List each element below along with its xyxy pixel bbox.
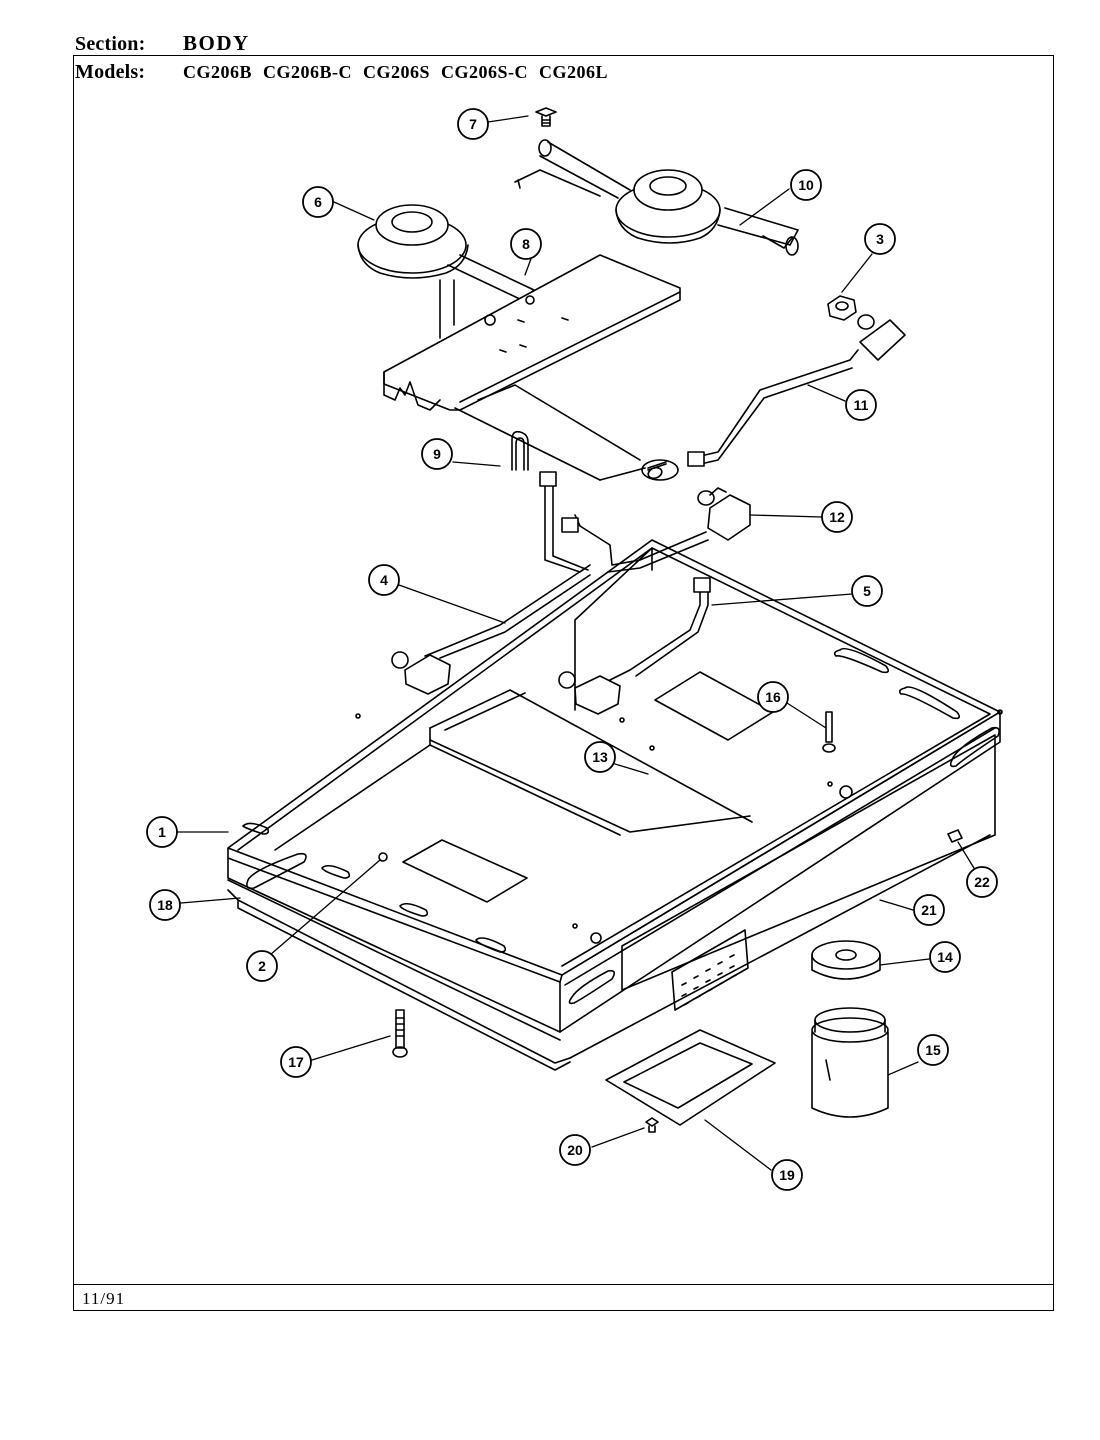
callout-11: 11 [845,389,877,421]
callout-16: 16 [757,681,789,713]
callout-20-label: 20 [567,1142,583,1158]
callout-13-label: 13 [592,749,608,765]
model-item: CG206S-C [441,62,529,82]
diagram-frame [73,55,1054,1311]
callout-18-label: 18 [157,897,173,913]
burner-right [615,169,799,256]
callout-10-label: 10 [798,177,814,193]
callout-11-label: 11 [854,397,869,413]
model-item: CG206B [183,62,253,82]
callout-2-label: 2 [258,958,266,974]
bottom-panel [227,734,996,1071]
grease-jar [811,1007,889,1118]
callout-17: 17 [280,1046,312,1078]
bolt-17 [392,1009,408,1058]
gas-tube-assembly [391,295,906,715]
callout-15: 15 [917,1034,949,1066]
callout-14: 14 [929,941,961,973]
callout-labels: 7 6 8 10 3 11 9 12 4 5 16 13 1 22 18 21 … [146,108,998,1191]
callout-1: 1 [146,816,178,848]
callout-12-label: 12 [829,509,845,525]
models-label: Models: [75,61,146,83]
callout-5: 5 [851,575,883,607]
model-item: CG206S [363,62,431,82]
callout-7-label: 7 [469,116,477,132]
model-item: CG206L [539,62,609,82]
callout-22: 22 [966,866,998,898]
callout-21: 21 [913,894,945,926]
models-list: CG206B CG206B-C CG206S CG206S-C CG206L [183,62,608,83]
section-value: BODY [183,31,250,55]
callout-18: 18 [149,889,181,921]
footer-date: 11/91 [82,1289,126,1308]
screw-20 [645,1117,659,1133]
callout-19-label: 19 [779,1167,795,1183]
callout-14-label: 14 [937,949,953,965]
grease-jar-lid [811,940,881,980]
access-cover-plate [605,1029,776,1126]
vent-grille [671,929,749,1011]
callout-6: 6 [302,186,334,218]
model-item: CG206B-C [263,62,353,82]
callout-16-label: 16 [765,689,781,705]
callout-10: 10 [790,169,822,201]
leader-lines [177,115,978,1171]
section-label: Section: [75,33,146,55]
callout-3: 3 [864,223,896,255]
callout-1-label: 1 [158,824,166,840]
callout-8-label: 8 [522,236,530,252]
callout-13: 13 [584,741,616,773]
callout-22-label: 22 [974,874,990,890]
callout-17-label: 17 [288,1054,304,1070]
screw-7 [535,107,557,127]
screw-22 [947,829,963,843]
callout-21-label: 21 [921,902,937,918]
callout-15-label: 15 [925,1042,941,1058]
callout-2: 2 [246,950,278,982]
callout-20: 20 [559,1134,591,1166]
footer-divider [73,1284,1054,1285]
screw-13b [647,463,667,471]
callout-4-label: 4 [380,572,388,588]
rear-burner-tube [514,139,631,199]
callout-8: 8 [510,228,542,260]
callout-12: 12 [821,501,853,533]
callout-5-label: 5 [863,583,871,599]
clip-9 [511,430,529,471]
callout-3-label: 3 [876,231,884,247]
callout-4: 4 [368,564,400,596]
callout-19: 19 [771,1159,803,1191]
callout-9: 9 [421,438,453,470]
callout-9-label: 9 [433,446,441,462]
callout-6-label: 6 [314,194,322,210]
burner-left [357,204,535,339]
callout-7: 7 [457,108,489,140]
cooktop-body-pan [227,539,1003,1033]
burner-bracket [383,254,681,481]
screw-16 [822,711,836,753]
